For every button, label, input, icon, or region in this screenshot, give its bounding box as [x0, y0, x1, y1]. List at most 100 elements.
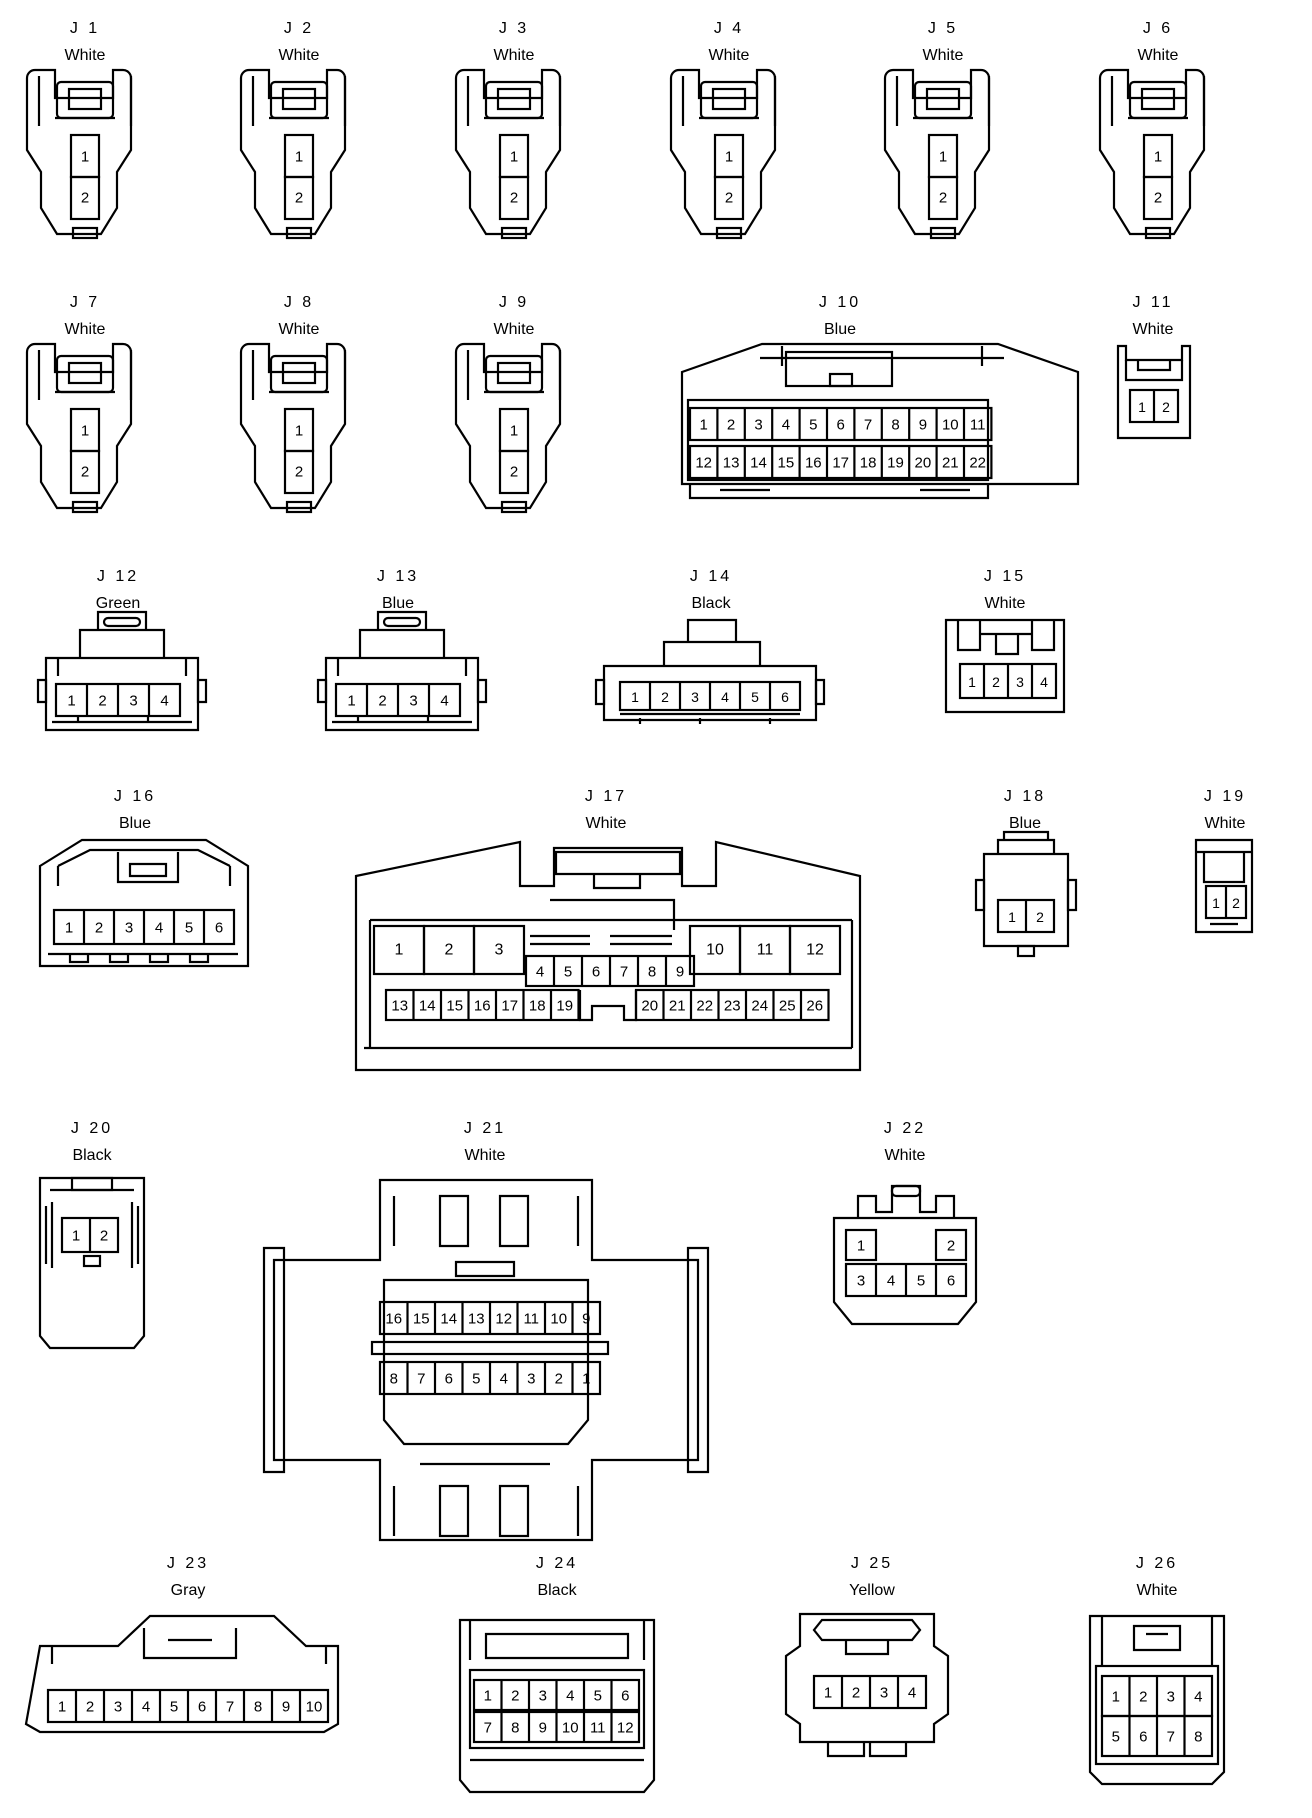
pin-number: 25: [779, 998, 796, 1015]
connector-id: J 20: [70, 1120, 114, 1137]
connector-j2: 12: [239, 68, 347, 240]
pin-number: 4: [500, 1371, 508, 1388]
pin-number: 7: [1167, 1729, 1175, 1746]
connector-id: J 14: [689, 568, 733, 585]
connector-id: J 17: [584, 788, 628, 805]
connector-j7: 12: [25, 342, 133, 514]
pin-number: 10: [706, 942, 724, 959]
pin-number: 2: [555, 1371, 563, 1388]
pin-number: 5: [185, 920, 193, 937]
connector-id: J 3: [498, 20, 530, 37]
connector-id: J 22: [883, 1120, 927, 1137]
pin-number: 1: [484, 1688, 492, 1705]
pin-number: 19: [556, 998, 573, 1015]
pin-number: 7: [620, 964, 628, 981]
pin-number: 14: [440, 1311, 457, 1328]
pin-number: 2: [1162, 399, 1170, 415]
pin-number: 3: [114, 1699, 122, 1716]
pin-number: 1: [939, 149, 947, 166]
pin-number: 6: [947, 1273, 955, 1290]
pin-number: 8: [390, 1371, 398, 1388]
pin-number: 3: [129, 693, 137, 710]
pin-number: 4: [536, 964, 544, 981]
pin-number: 23: [724, 998, 741, 1015]
connector-color: White: [278, 47, 320, 64]
pin-number: 1: [347, 693, 355, 710]
pin-number: 2: [947, 1238, 955, 1255]
pin-number: 12: [695, 455, 712, 472]
pin-number: 3: [539, 1688, 547, 1705]
pin-number: 1: [968, 674, 976, 690]
pin-number: 14: [750, 455, 767, 472]
pin-number: 11: [970, 417, 986, 434]
pin-number: 21: [942, 455, 959, 472]
pin-number: 2: [510, 464, 518, 481]
pin-number: 21: [669, 998, 686, 1015]
pin-number: 3: [409, 693, 417, 710]
pin-number: 3: [495, 942, 504, 959]
pin-number: 4: [1040, 674, 1048, 690]
pin-number: 15: [413, 1311, 430, 1328]
pin-number: 14: [419, 998, 436, 1015]
pin-number: 4: [440, 693, 448, 710]
pin-number: 2: [852, 1685, 860, 1702]
pin-number: 4: [887, 1273, 895, 1290]
connector-id: J 23: [166, 1555, 210, 1572]
pin-number: 3: [691, 689, 699, 705]
pin-number: 13: [468, 1311, 485, 1328]
pin-number: 15: [446, 998, 463, 1015]
pin-number: 1: [81, 423, 89, 440]
pin-number: 16: [385, 1311, 402, 1328]
pin-number: 3: [125, 920, 133, 937]
pin-number: 17: [832, 455, 849, 472]
pin-number: 6: [1139, 1729, 1147, 1746]
pin-number: 5: [751, 689, 759, 705]
connector-color: White: [884, 1147, 926, 1164]
pin-number: 4: [1194, 1689, 1202, 1706]
pin-number: 2: [98, 693, 106, 710]
pin-number: 3: [754, 417, 762, 434]
pin-number: 8: [891, 417, 899, 434]
pin-number: 2: [100, 1228, 108, 1245]
pin-number: 2: [81, 190, 89, 207]
connector-color: White: [278, 321, 320, 338]
pin-number: 8: [648, 964, 656, 981]
pin-number: 2: [511, 1688, 519, 1705]
pin-number: 9: [919, 417, 927, 434]
pin-number: 9: [282, 1699, 290, 1716]
pin-number: 10: [942, 417, 959, 434]
pin-number: 1: [700, 417, 708, 434]
pin-number: 5: [1112, 1729, 1120, 1746]
pin-number: 2: [939, 190, 947, 207]
pin-number: 8: [511, 1720, 519, 1737]
connector-id: J 19: [1203, 788, 1247, 805]
connector-j4: 12: [669, 68, 777, 240]
pin-number: 2: [661, 689, 669, 705]
pin-number: 1: [295, 423, 303, 440]
pin-number: 16: [805, 455, 822, 472]
pin-number: 5: [594, 1688, 602, 1705]
connector-id: J 7: [69, 294, 101, 311]
connector-id: J 24: [535, 1555, 579, 1572]
connector-color: White: [464, 1147, 506, 1164]
pin-number: 5: [564, 964, 572, 981]
pin-number: 1: [510, 423, 518, 440]
pin-number: 7: [484, 1720, 492, 1737]
pin-number: 1: [1154, 149, 1162, 166]
pin-number: 5: [917, 1273, 925, 1290]
pin-number: 1: [81, 149, 89, 166]
connector-j3: 12: [454, 68, 562, 240]
pin-number: 1: [725, 149, 733, 166]
pin-number: 6: [215, 920, 223, 937]
pin-number: 4: [160, 693, 168, 710]
pin-number: 6: [621, 1688, 629, 1705]
